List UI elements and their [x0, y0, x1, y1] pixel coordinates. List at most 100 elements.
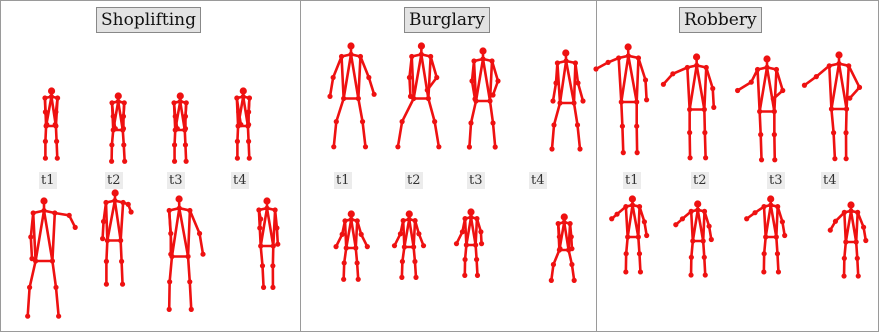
- joint: [100, 236, 105, 241]
- bone: [846, 211, 851, 242]
- head-joint: [240, 87, 247, 94]
- joint: [355, 218, 360, 223]
- joint: [184, 100, 189, 105]
- joint: [621, 150, 626, 155]
- bone: [553, 83, 556, 101]
- bone: [30, 261, 36, 287]
- pose-skeleton-4: [223, 91, 263, 161]
- bone: [771, 205, 777, 237]
- head-joint: [418, 42, 425, 49]
- bone: [690, 65, 697, 109]
- joint: [569, 262, 574, 267]
- joint: [827, 63, 832, 68]
- joint: [857, 85, 862, 90]
- bone: [31, 237, 32, 259]
- joint: [355, 260, 360, 265]
- joint: [680, 216, 685, 221]
- pose-skeleton-17: [609, 47, 649, 157]
- joint: [573, 60, 578, 65]
- joint: [258, 243, 263, 248]
- joint: [121, 142, 126, 147]
- joint: [630, 202, 635, 207]
- bone: [363, 122, 366, 147]
- head-joint: [629, 195, 636, 202]
- bone: [263, 266, 264, 288]
- joint: [260, 263, 265, 268]
- joint: [489, 58, 494, 63]
- joint: [609, 216, 614, 221]
- joint: [333, 244, 338, 249]
- joint: [339, 54, 344, 59]
- time-label-t1: t1: [623, 172, 641, 189]
- bone: [28, 287, 30, 316]
- joint: [771, 96, 776, 101]
- bone: [334, 122, 337, 147]
- joint: [702, 107, 707, 112]
- joint: [101, 219, 106, 224]
- joint: [566, 247, 571, 252]
- bone: [851, 211, 856, 242]
- joint: [687, 130, 692, 135]
- joint: [109, 142, 114, 147]
- joint: [670, 71, 675, 76]
- joint: [569, 234, 574, 239]
- bone: [705, 133, 706, 158]
- bone: [267, 208, 273, 246]
- joint: [475, 273, 480, 278]
- joint: [270, 263, 275, 268]
- joint: [863, 238, 868, 243]
- joint: [187, 208, 192, 213]
- bone: [839, 64, 847, 109]
- joint: [55, 95, 60, 100]
- bone: [190, 282, 191, 310]
- joint: [593, 66, 598, 71]
- joint: [744, 216, 749, 221]
- head-joint: [348, 210, 355, 217]
- joint: [841, 273, 846, 278]
- bone: [342, 57, 344, 99]
- joint: [454, 241, 459, 246]
- bone: [831, 109, 833, 133]
- head-joint: [693, 53, 700, 60]
- head-joint: [767, 195, 774, 202]
- time-label-t3: t3: [167, 172, 185, 189]
- joint: [774, 67, 779, 72]
- joint: [341, 277, 346, 282]
- joint: [479, 241, 484, 246]
- bone: [857, 258, 858, 276]
- bone: [687, 68, 689, 110]
- joint: [709, 237, 714, 242]
- joint: [854, 239, 859, 244]
- joint: [711, 105, 716, 110]
- bone: [578, 83, 583, 101]
- joint: [761, 269, 766, 274]
- joint: [103, 200, 108, 205]
- joint: [634, 99, 639, 104]
- bone: [190, 211, 200, 234]
- head-joint: [177, 92, 184, 99]
- bone: [697, 65, 705, 109]
- joint: [236, 123, 241, 128]
- pose-skeleton-23: [751, 199, 791, 275]
- joint: [331, 144, 336, 149]
- joint: [749, 80, 754, 85]
- joint: [109, 100, 114, 105]
- joint: [25, 314, 30, 319]
- joint: [407, 217, 412, 222]
- joint: [401, 218, 406, 223]
- joint: [637, 251, 642, 256]
- joint: [467, 144, 472, 149]
- joint: [167, 307, 172, 312]
- joint: [44, 123, 49, 128]
- joint: [638, 269, 643, 274]
- panel-title-robbery: Robbery: [679, 7, 762, 33]
- joint: [550, 98, 555, 103]
- joint: [555, 60, 560, 65]
- joint: [782, 233, 787, 238]
- joint: [626, 53, 631, 58]
- joint: [846, 63, 851, 68]
- joint: [173, 127, 178, 132]
- joint: [171, 100, 176, 105]
- joint: [620, 124, 625, 129]
- joint: [832, 156, 837, 161]
